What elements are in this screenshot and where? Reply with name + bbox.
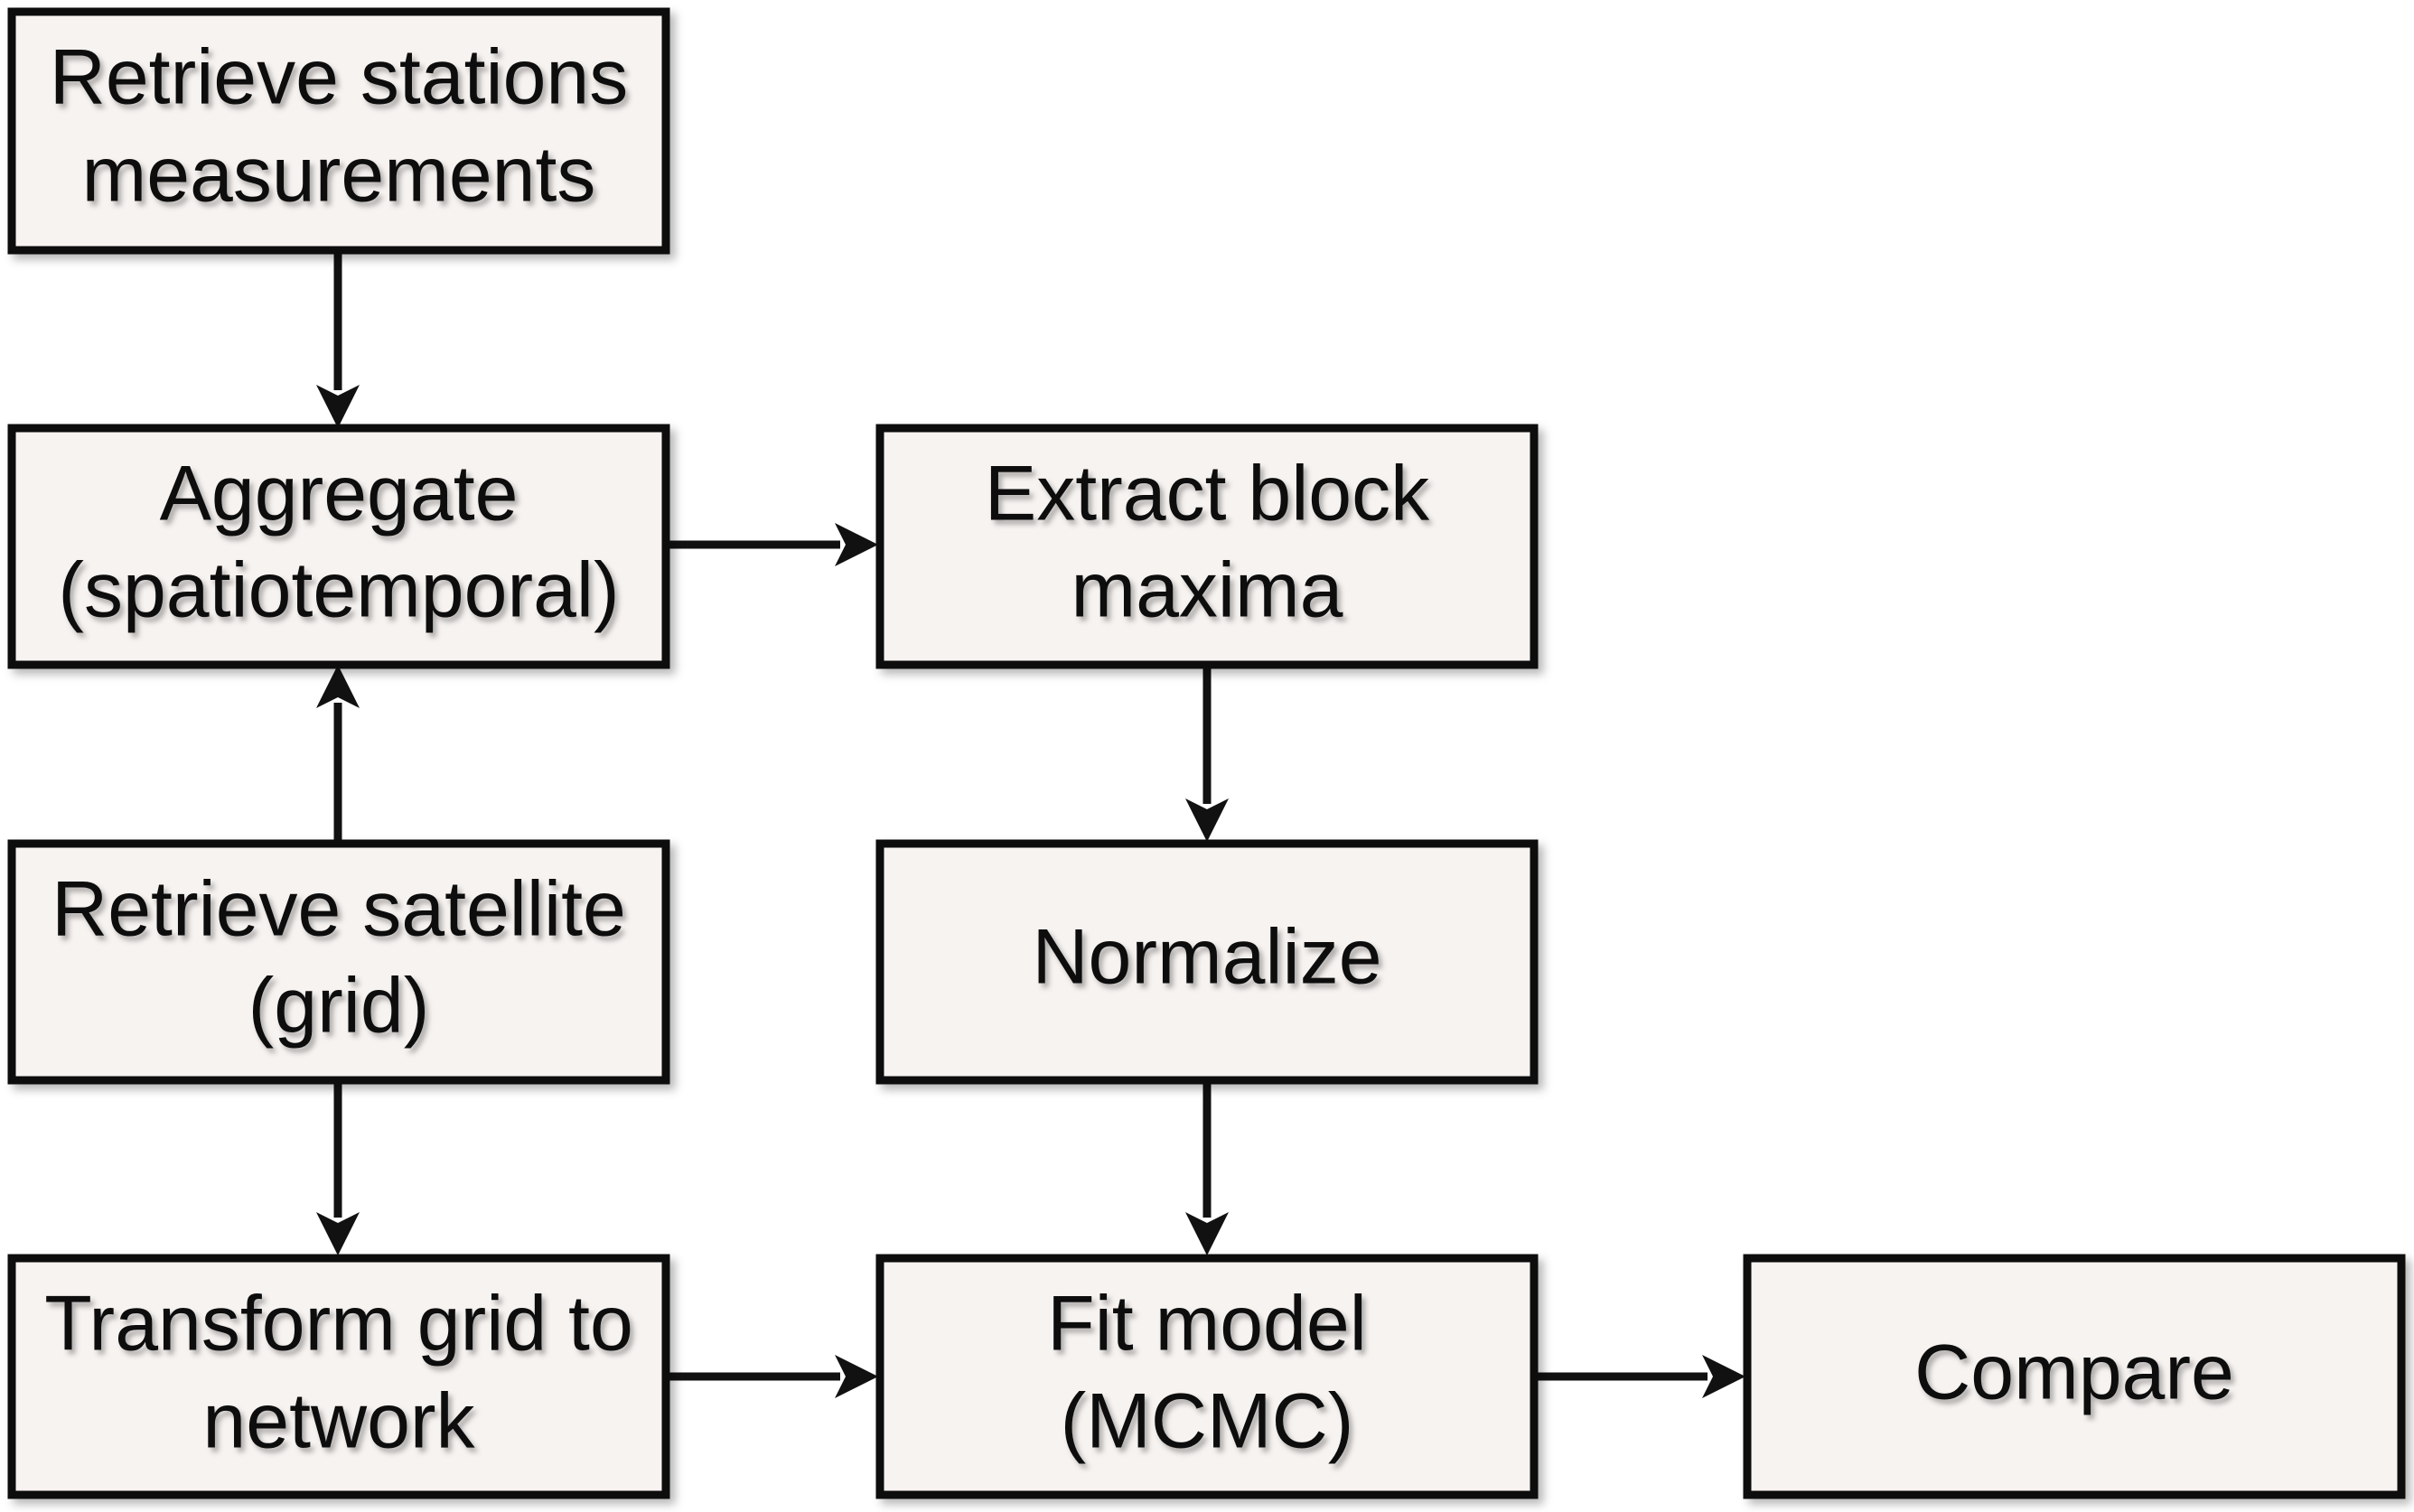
node-extract-block-line1: Extract block: [985, 451, 1430, 537]
node-transform-grid-line2: network: [202, 1378, 475, 1465]
node-retrieve-satellite-line1: Retrieve satellite: [51, 866, 626, 953]
node-normalize: Normalize: [875, 839, 1539, 1085]
node-retrieve-satellite-line2: (grid): [248, 963, 430, 1050]
node-fit-model-line1: Fit model: [1047, 1281, 1367, 1367]
node-retrieve-satellite: Retrieve satellite (grid): [7, 839, 670, 1085]
node-transform-grid-line1: Transform grid to: [44, 1281, 633, 1367]
node-compare-label: Compare: [1914, 1330, 2234, 1416]
edge-normalize-to-fit: [1185, 1080, 1229, 1255]
node-aggregate-line2: (spatiotemporal): [58, 547, 619, 634]
edge-satellite-to-aggregate: [316, 665, 360, 842]
edge-satellite-to-transform: [316, 1080, 360, 1255]
node-aggregate: Aggregate (spatiotemporal): [7, 424, 670, 669]
node-transform-grid: Transform grid to network: [7, 1254, 670, 1499]
node-aggregate-line1: Aggregate: [160, 451, 519, 537]
edge-fit-to-compare: [1536, 1355, 1745, 1398]
node-compare: Compare: [1743, 1254, 2406, 1499]
edge-aggregate-to-extract: [667, 523, 878, 566]
node-fit-model: Fit model (MCMC): [875, 1254, 1539, 1499]
node-retrieve-stations: Retrieve stations measurements: [7, 7, 670, 255]
node-fit-model-line2: (MCMC): [1061, 1378, 1354, 1465]
node-extract-block: Extract block maxima: [875, 424, 1539, 669]
node-extract-block-line2: maxima: [1071, 547, 1343, 634]
node-retrieve-stations-line2: measurements: [82, 132, 596, 219]
edge-transform-to-fit: [667, 1355, 878, 1398]
edge-extract-to-normalize: [1185, 665, 1229, 842]
node-retrieve-stations-line1: Retrieve stations: [50, 34, 629, 121]
node-normalize-label: Normalize: [1032, 914, 1381, 1001]
edge-stations-to-aggregate: [316, 252, 360, 428]
